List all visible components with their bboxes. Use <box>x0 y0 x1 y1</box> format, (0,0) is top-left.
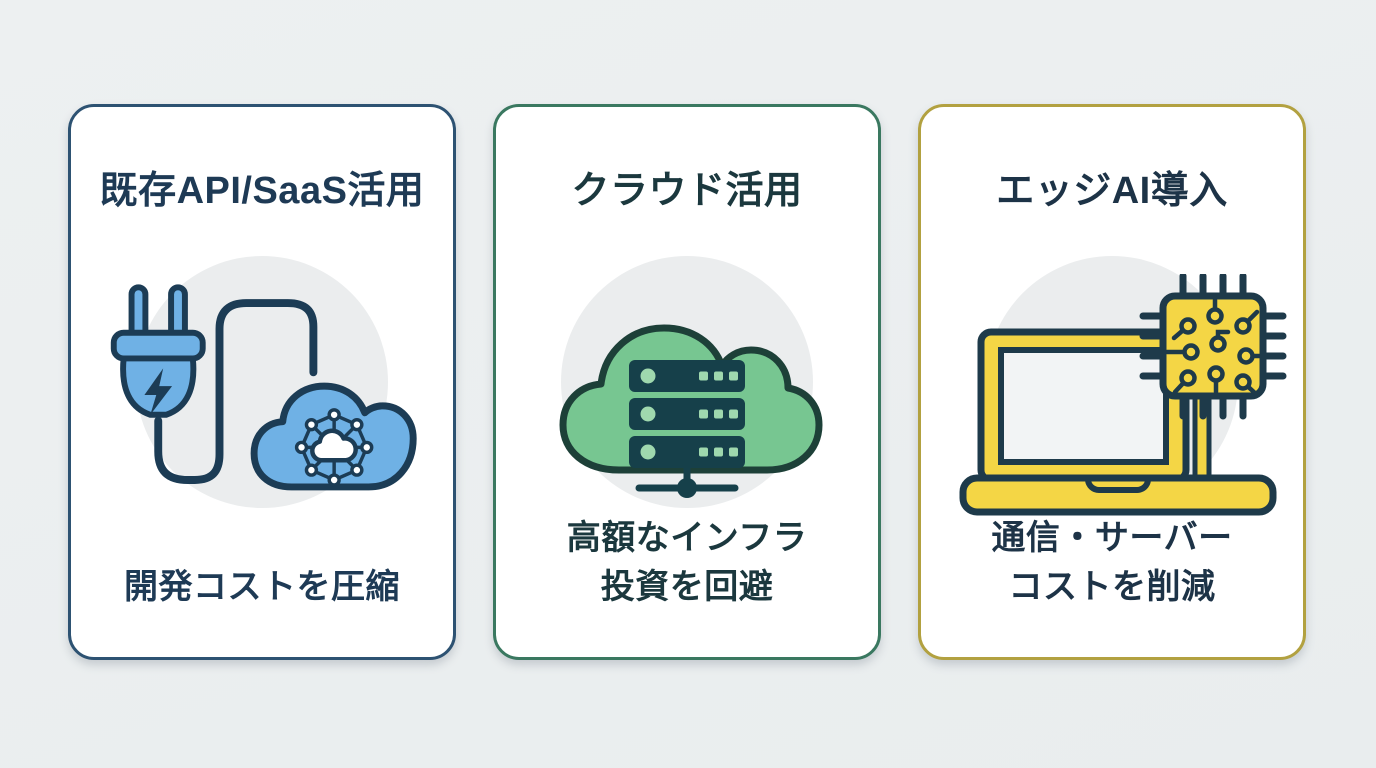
icon-area <box>71 250 453 550</box>
card-caption-api-saas: 開発コストを圧縮 <box>124 567 400 606</box>
card-title-cloud: クラウド活用 <box>571 170 803 212</box>
plug-cloud-icon <box>110 284 417 491</box>
cloud-server-icon <box>559 324 823 498</box>
card-cloud: クラウド活用 <box>493 104 881 660</box>
card-title-edge-ai: エッジAI導入 <box>996 170 1228 212</box>
laptop-chip-icon <box>959 274 1287 516</box>
icon-area <box>921 250 1303 550</box>
card-api-saas: 既存API/SaaS活用 <box>68 104 456 660</box>
icon-area <box>496 250 878 550</box>
card-caption-edge-ai: 通信・サーバー コストを削減 <box>991 519 1233 606</box>
card-title-api-saas: 既存API/SaaS活用 <box>99 170 425 212</box>
card-caption-cloud: 高額なインフラ 投資を回避 <box>566 519 808 606</box>
cards-row: 既存API/SaaS活用 <box>68 104 1306 660</box>
card-edge-ai: エッジAI導入 <box>918 104 1306 660</box>
